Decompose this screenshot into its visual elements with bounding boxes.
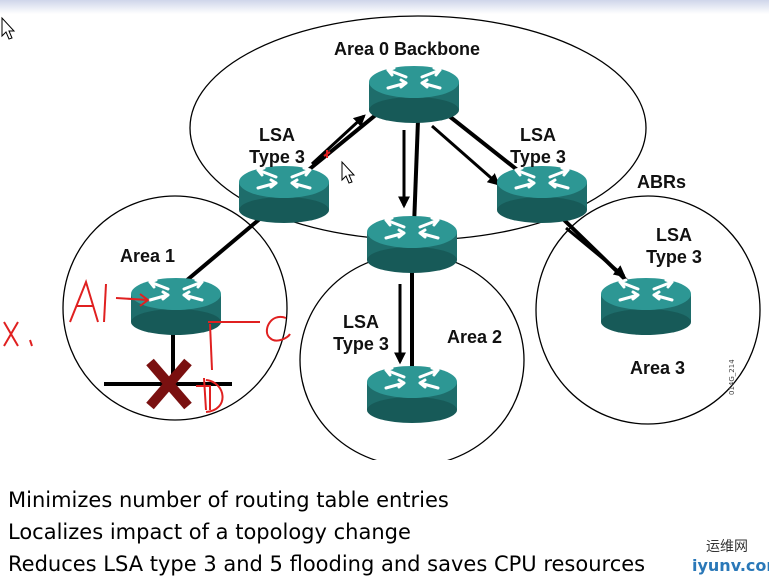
area3-label: Area 3 [630, 358, 686, 378]
area1-boundary [62, 195, 288, 421]
router-area1 [129, 276, 223, 337]
area3-boundary [535, 195, 761, 425]
lsa-label-abr-right: LSA Type 3 [505, 124, 571, 168]
lsa-arrows [310, 114, 626, 365]
router-abr-center [365, 214, 459, 275]
lsa-label-line2: Type 3 [646, 247, 702, 267]
router-abr-right [495, 164, 589, 225]
router-backbone-top [367, 64, 461, 125]
lsa-label-line2: Type 3 [249, 147, 305, 167]
router-abr-left [237, 164, 331, 225]
handwritten-annotations [3, 150, 331, 413]
watermark-cn-text: 运维网 [706, 539, 748, 555]
lsa-label-area2: LSA Type 3 [328, 311, 394, 355]
lsa-label-line1: LSA [656, 225, 692, 245]
area0-label: Area 0 Backbone [334, 39, 481, 59]
area1-label: Area 1 [120, 246, 176, 266]
lsa-label-line2: Type 3 [510, 147, 566, 167]
abrs-label: ABRs [637, 172, 687, 192]
list-item: Minimizes number of routing table entrie… [8, 488, 449, 512]
lsa-label-abr-left: LSA Type 3 [244, 124, 310, 168]
mouse-cursor-icon [1, 16, 356, 184]
lsa-label-area3: LSA Type 3 [641, 224, 707, 268]
list-item: Localizes impact of a topology change [8, 520, 411, 544]
title-bar-gradient [0, 0, 769, 14]
link-failure-x-icon [146, 358, 192, 410]
lsa-label-line1: LSA [343, 312, 379, 332]
watermark-en-text: iyunv.com [692, 556, 769, 575]
lsa-label-line2: Type 3 [333, 334, 389, 354]
benefit-list: Minimizes number of routing table entrie… [8, 484, 645, 580]
list-item: Reduces LSA type 3 and 5 flooding and sa… [8, 552, 646, 576]
watermark: 运维网 iyunv.com [666, 530, 769, 578]
lsa-label-line1: LSA [520, 125, 556, 145]
area2-label: Area 2 [447, 327, 503, 347]
ospf-area-diagram [1, 15, 761, 566]
lsa-label-line1: LSA [259, 125, 295, 145]
router-area3 [599, 276, 693, 337]
figure-code: 014G_214 [728, 359, 736, 395]
router-area2 [365, 364, 459, 425]
